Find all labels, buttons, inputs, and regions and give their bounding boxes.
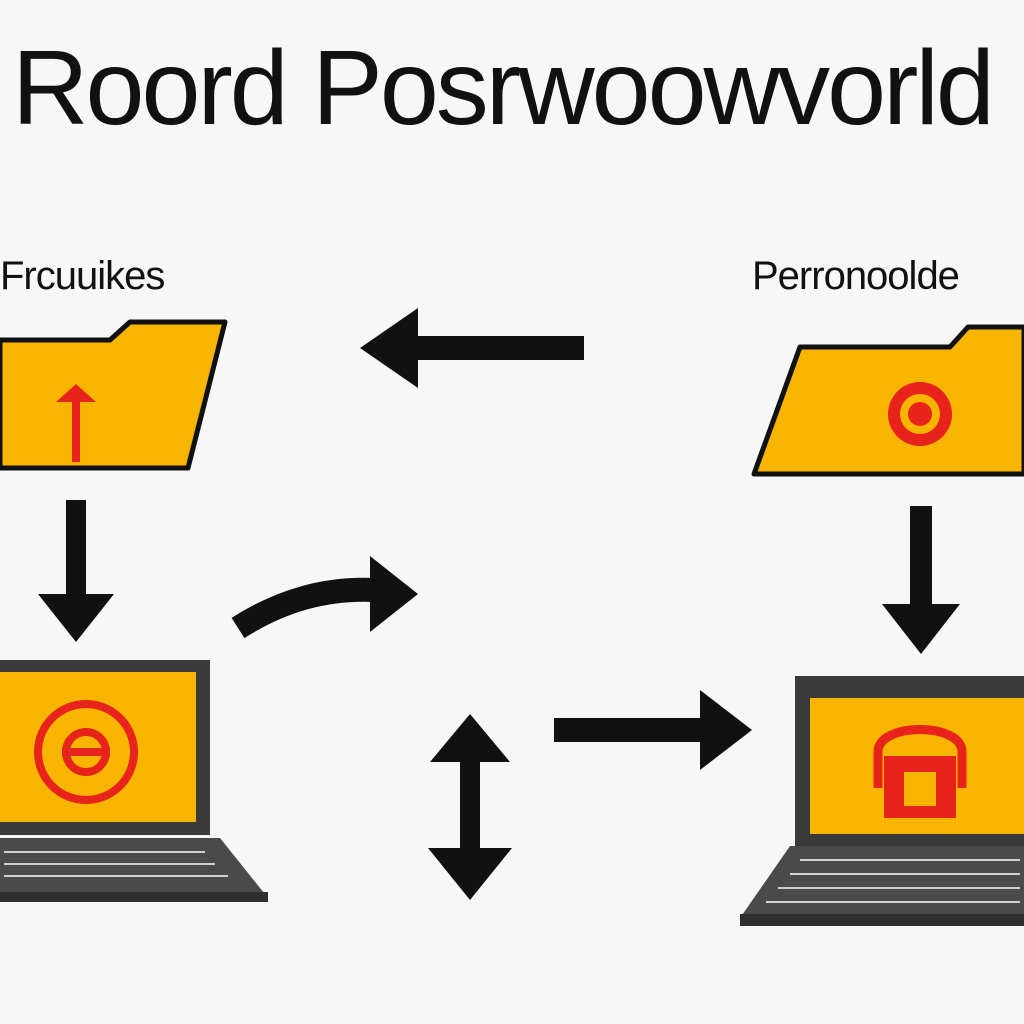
arrow-left-top bbox=[360, 308, 584, 388]
folder-left bbox=[0, 319, 228, 471]
arrow-bidirectional-vertical bbox=[428, 714, 512, 900]
folder-left-body bbox=[0, 319, 228, 471]
laptop-right bbox=[740, 676, 1024, 926]
arrow-curved-right bbox=[231, 556, 418, 639]
folder-label-left: Frcuuikes bbox=[0, 254, 165, 298]
laptop-right-keyboard bbox=[740, 846, 1024, 918]
laptop-left-keyboard bbox=[0, 838, 268, 898]
padlock-icon bbox=[873, 725, 967, 818]
laptop-left bbox=[0, 660, 268, 902]
page-title: Roord Posrwoowvorld bbox=[12, 29, 995, 147]
upload-arrow-icon bbox=[56, 384, 96, 462]
arrow-right-bottom bbox=[554, 690, 752, 770]
email-at-icon bbox=[34, 700, 138, 804]
laptop-right-keys bbox=[766, 859, 1020, 903]
folder-right bbox=[751, 324, 1024, 477]
arrow-down-left bbox=[38, 500, 114, 642]
laptop-left-keys bbox=[4, 851, 228, 877]
folder-right-body bbox=[751, 324, 1024, 477]
folder-label-right: Perronoolde bbox=[752, 254, 960, 298]
target-icon bbox=[888, 382, 952, 446]
arrow-down-right bbox=[882, 506, 960, 654]
